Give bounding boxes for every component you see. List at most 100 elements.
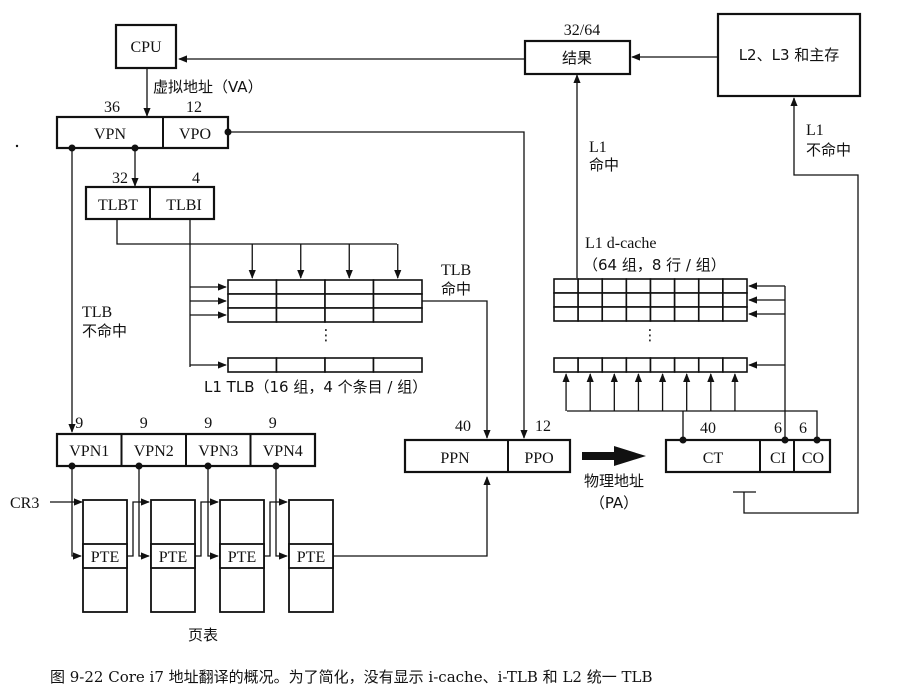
pa-label-1: 物理地址 <box>584 472 644 490</box>
tlb-set-row <box>227 293 423 309</box>
cache-line <box>625 306 652 322</box>
page-tables-label: 页表 <box>188 626 218 644</box>
co-bus <box>567 410 818 440</box>
vpn-index-arrow <box>138 466 150 560</box>
l1-hit-label-1: L1 <box>589 139 607 156</box>
cpu-box: CPU <box>114 23 178 70</box>
tlb-miss-label-2: 不命中 <box>82 322 127 340</box>
pte-to-next-table-arrow <box>195 498 219 557</box>
tlbt-bits: 32 <box>112 170 128 187</box>
vpn-index-arrow <box>71 466 82 560</box>
result-box: 结果 <box>523 39 632 76</box>
ct-bits: 40 <box>700 420 716 437</box>
tlb-entry <box>275 307 326 323</box>
l1-hit-label-2: 命中 <box>589 156 619 174</box>
tlb-entry <box>324 279 375 295</box>
cache-line <box>577 292 604 308</box>
vpn-level-label: VPN3 <box>198 443 238 460</box>
pte-label: PTE <box>297 549 325 566</box>
cache-line <box>601 278 628 294</box>
l1-dcache-label-1: L1 d-cache <box>585 235 657 252</box>
pa-split-arrow <box>582 446 646 466</box>
cache-line <box>697 306 724 322</box>
memory-label: L2、L3 和主存 <box>739 46 840 64</box>
cache-line <box>722 292 748 308</box>
cache-line <box>601 306 628 322</box>
tlb-miss-label-1: TLB <box>82 304 112 321</box>
result-bits: 32/64 <box>564 22 600 39</box>
vpo-to-ppo-arrow <box>228 131 528 439</box>
l1-dcache <box>553 278 748 373</box>
co-label: CO <box>802 450 824 467</box>
cache-line <box>625 292 652 308</box>
tlb-entry <box>372 357 423 373</box>
vpn-label: VPN <box>94 126 126 143</box>
tlb-entry <box>275 279 326 295</box>
tlb-entry <box>324 307 375 323</box>
vpn-level-label: VPN2 <box>134 443 174 460</box>
cache-set-row <box>553 306 748 322</box>
tlb-hit-arrow <box>422 300 491 439</box>
pte-label: PTE <box>159 549 187 566</box>
pte-label: PTE <box>228 549 256 566</box>
pte-entry <box>288 543 334 569</box>
l1-dcache-ellipsis: ⋮ <box>643 326 658 344</box>
vpn-index-arrow <box>207 466 219 560</box>
result-label: 结果 <box>562 49 592 67</box>
cache-line <box>722 278 748 294</box>
physical-address-register: PPN PPO <box>403 438 572 474</box>
cache-line <box>649 292 676 308</box>
ct-column-arrows <box>562 373 739 411</box>
tlb-entry <box>227 279 278 295</box>
cache-line <box>722 306 748 322</box>
cache-line <box>649 357 676 373</box>
co-bits: 6 <box>799 420 807 437</box>
pte-to-next-table-arrow <box>127 498 150 557</box>
ppo-bits: 12 <box>535 418 551 435</box>
cache-line <box>553 306 579 322</box>
tlb-entry <box>372 307 423 323</box>
cache-address-register: CT CI CO <box>664 438 832 474</box>
tlb-set-row <box>227 279 423 295</box>
l1-tlb <box>227 279 423 373</box>
vpn-level-bits: 9 <box>75 415 83 432</box>
ct-label: CT <box>703 450 724 467</box>
vpn-level-label: VPN1 <box>69 443 109 460</box>
figure-caption: 图 9-22 Core i7 地址翻译的概况。为了简化，没有显示 i-cache… <box>50 668 652 686</box>
tlb-entry <box>227 357 278 373</box>
tlbi-row-arrows <box>190 283 227 369</box>
tlb-entry <box>324 293 375 309</box>
cache-set-row <box>553 357 748 373</box>
tlbt-bus <box>116 219 397 245</box>
tlbi-label: TLBI <box>166 197 202 214</box>
cache-line <box>649 278 676 294</box>
ppn-bits: 40 <box>455 418 471 435</box>
tlb-entry <box>227 307 278 323</box>
cache-line <box>673 278 700 294</box>
pte-to-next-table-arrow <box>264 498 288 557</box>
page-table: PTE <box>150 499 196 613</box>
ci-bits: 6 <box>774 420 782 437</box>
cache-line <box>553 278 579 294</box>
ppo-label: PPO <box>524 450 553 467</box>
tlb-entry <box>372 279 423 295</box>
scan-speck <box>15 144 19 148</box>
tlb-entry <box>275 293 326 309</box>
page-table: PTE <box>219 499 265 613</box>
cache-line <box>673 357 700 373</box>
l1-tlb-ellipsis: ⋮ <box>319 326 334 344</box>
ci-label: CI <box>770 450 786 467</box>
tlb-set-row <box>227 357 423 373</box>
memory-box: L2、L3 和主存 <box>716 12 862 98</box>
tlbt-label: TLBT <box>98 197 138 214</box>
tlb-set-row <box>227 307 423 323</box>
cache-line <box>553 292 579 308</box>
l1-tlb-label: L1 TLB（16 组，4 个条目 / 组） <box>204 378 427 396</box>
vpn-index-arrow <box>275 466 288 560</box>
cpu-label: CPU <box>130 39 162 56</box>
va-label: 虚拟地址（VA） <box>153 78 263 96</box>
tlbi-bits: 4 <box>192 170 200 187</box>
ci-row-arrows <box>748 282 785 369</box>
